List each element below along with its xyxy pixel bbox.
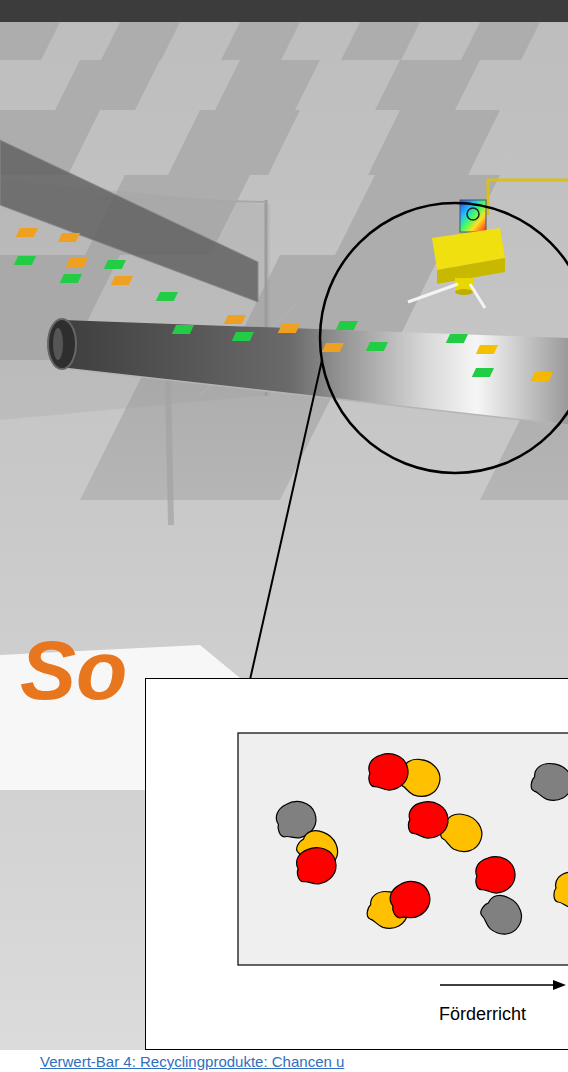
belt-detail bbox=[238, 733, 568, 965]
conveyor-belt bbox=[62, 320, 568, 425]
inset-box: Förderricht bbox=[145, 678, 568, 1050]
camera-rod bbox=[470, 284, 485, 308]
logo-text: So bbox=[20, 628, 127, 712]
orange-piece bbox=[66, 258, 88, 267]
green-piece bbox=[472, 368, 494, 377]
particles bbox=[271, 750, 568, 941]
green-piece bbox=[60, 274, 82, 283]
yellow-particle bbox=[554, 872, 568, 908]
floor-tile bbox=[0, 22, 60, 60]
gray-particle bbox=[529, 760, 568, 803]
orange-piece bbox=[111, 276, 133, 285]
orange-piece bbox=[224, 315, 246, 324]
sorted-pieces bbox=[14, 228, 553, 381]
gray-particle bbox=[475, 889, 529, 942]
top-band bbox=[0, 0, 568, 22]
belt-roller bbox=[48, 319, 76, 369]
source-link: Verwert-Bar 4: Recyclingprodukte: Chance… bbox=[40, 1053, 344, 1071]
chart-symbol bbox=[467, 208, 479, 220]
green-piece bbox=[336, 321, 358, 330]
orange-piece bbox=[16, 228, 38, 237]
red-particle bbox=[406, 800, 449, 840]
red-particle bbox=[365, 750, 411, 793]
orange-piece bbox=[322, 343, 344, 352]
floor-tile bbox=[461, 22, 540, 60]
green-piece bbox=[446, 334, 468, 343]
green-piece bbox=[172, 325, 194, 334]
floor-tile bbox=[168, 110, 300, 175]
zoom-circle bbox=[320, 203, 568, 473]
floor-tile bbox=[375, 60, 480, 110]
floor-tile bbox=[215, 60, 320, 110]
floor-tile bbox=[101, 22, 180, 60]
arrow-head bbox=[553, 980, 566, 990]
floor-tile bbox=[221, 22, 300, 60]
yellow-piece bbox=[531, 372, 553, 381]
orange-piece bbox=[58, 233, 80, 242]
red-particle bbox=[384, 875, 436, 925]
yellow-piece bbox=[476, 345, 498, 354]
lens-bottom bbox=[455, 289, 473, 295]
direction-label: Förderricht bbox=[439, 1004, 526, 1026]
floor-tile bbox=[341, 22, 420, 60]
frame-leg bbox=[168, 380, 171, 525]
roller-highlight bbox=[53, 328, 63, 360]
floor-tile bbox=[368, 110, 500, 175]
direction-arrow bbox=[440, 984, 555, 986]
belt-edge bbox=[62, 368, 568, 425]
camera-rod bbox=[408, 284, 458, 302]
footer-ground bbox=[0, 1050, 568, 1072]
green-piece bbox=[156, 292, 178, 301]
green-piece bbox=[232, 332, 254, 341]
green-piece bbox=[104, 260, 126, 269]
chute bbox=[0, 140, 258, 302]
floor-tile bbox=[55, 60, 160, 110]
red-particle bbox=[472, 853, 518, 896]
orange-piece bbox=[278, 324, 300, 333]
green-piece bbox=[366, 342, 388, 351]
red-particle bbox=[292, 843, 340, 889]
green-piece bbox=[14, 256, 36, 265]
